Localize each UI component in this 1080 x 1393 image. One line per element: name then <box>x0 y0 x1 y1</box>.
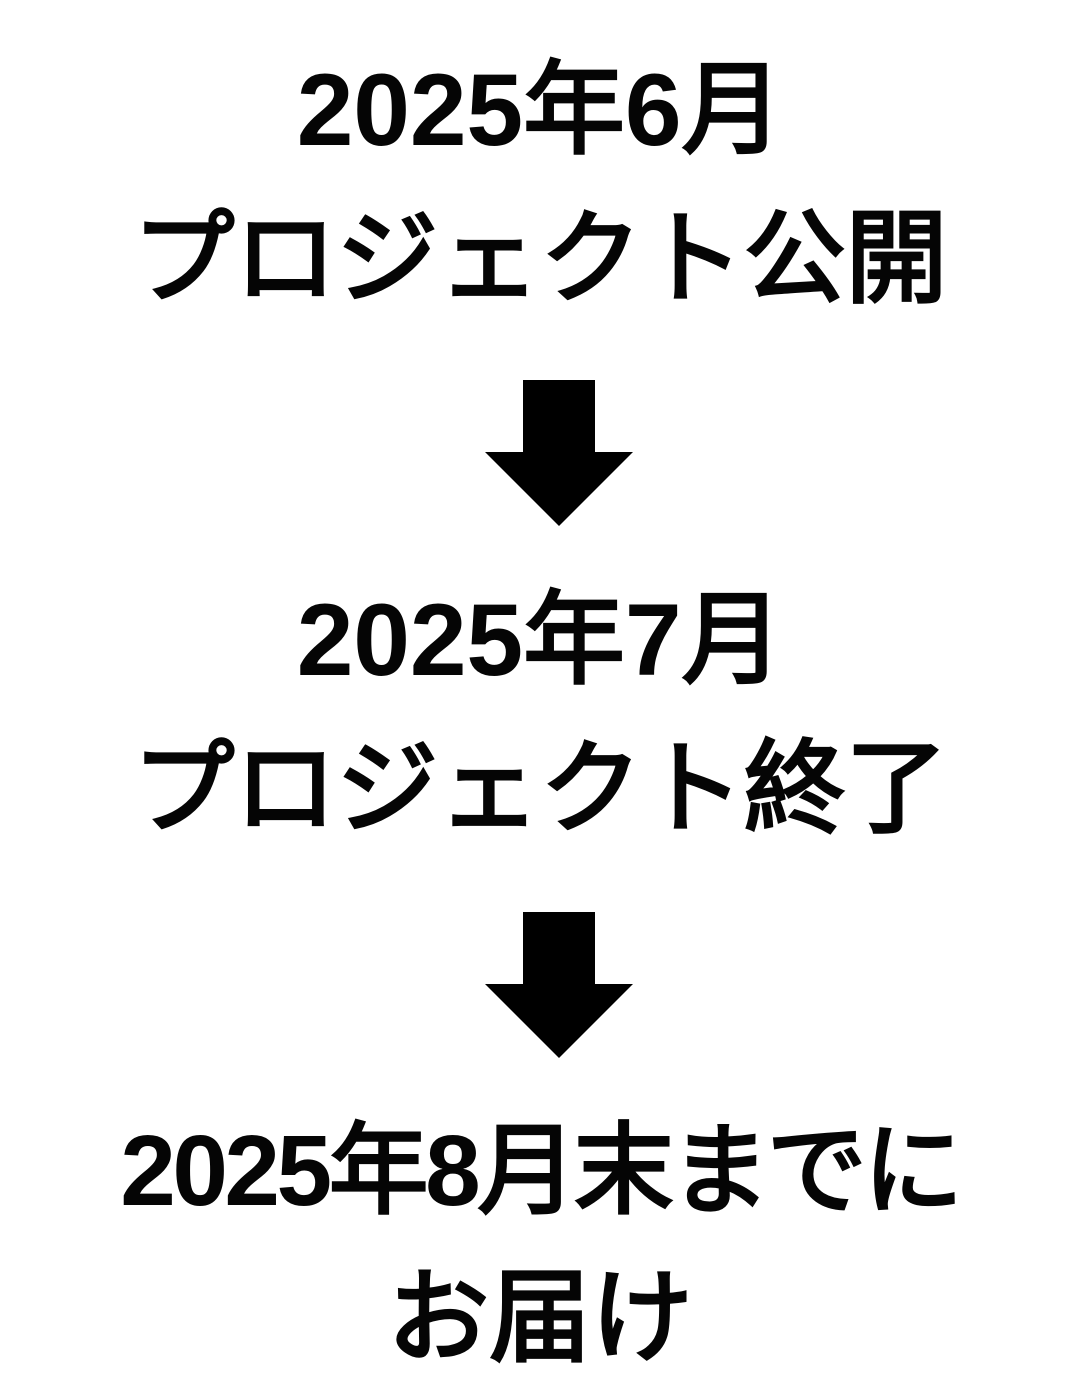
connector-1 <box>0 379 1080 526</box>
timeline-step-3: 2025年8月末までに お届け <box>0 1098 1080 1393</box>
step-3-label: お届け <box>387 1260 693 1375</box>
connector-2 <box>0 911 1080 1058</box>
step-3-date: 2025年8月末までに <box>120 1114 963 1227</box>
timeline-step-1: 2025年6月 プロジェクト公開 <box>0 36 1080 334</box>
step-2-label: プロジェクト終了 <box>132 731 948 846</box>
timeline-poster: 2025年6月 プロジェクト公開 2025年7月 プロジェクト終了 2025年8… <box>0 36 1080 1375</box>
timeline-step-2: 2025年7月 プロジェクト終了 <box>0 566 1080 864</box>
arrow-down-icon <box>485 379 633 526</box>
step-2-date: 2025年7月 <box>296 582 784 697</box>
arrow-down-icon <box>485 911 633 1058</box>
step-1-label: プロジェクト公開 <box>132 201 948 316</box>
step-1-date: 2025年6月 <box>296 53 784 167</box>
